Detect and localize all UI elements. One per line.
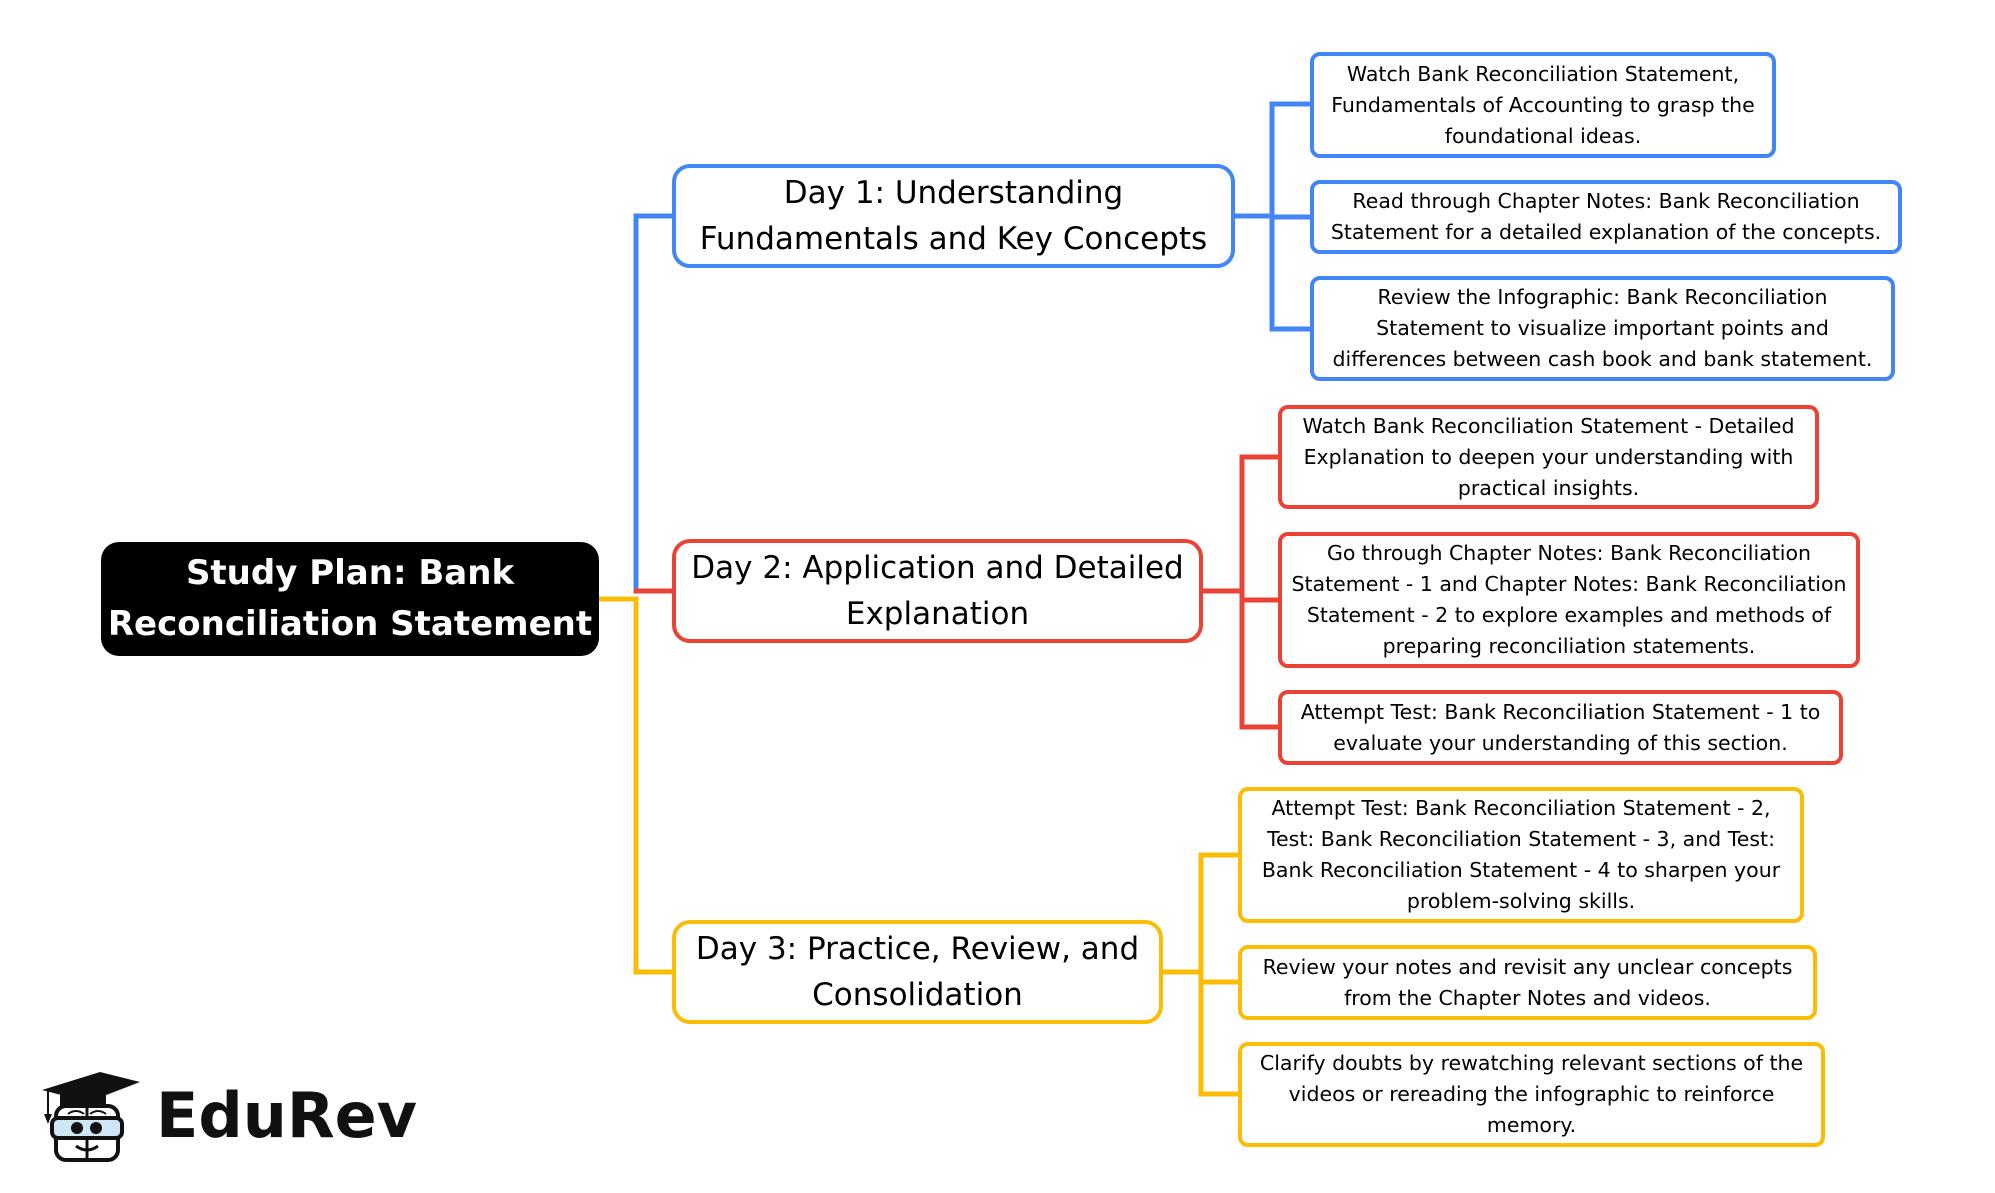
edurev-logo: EduRev xyxy=(38,1068,417,1162)
day-3-task-3: Clarify doubts by rewatching relevant se… xyxy=(1238,1042,1825,1147)
day-1-task-3: Review the Infographic: Bank Reconciliat… xyxy=(1310,276,1895,381)
graduation-cap-mascot-icon xyxy=(42,1072,140,1162)
logo-text: EduRev xyxy=(156,1078,418,1152)
day-1-label: Day 1: Understanding Fundamentals and Ke… xyxy=(699,175,1208,257)
root-node: Study Plan: Bank Reconciliation Statemen… xyxy=(101,542,599,656)
day-3-task-1: Attempt Test: Bank Reconciliation Statem… xyxy=(1238,787,1804,923)
day-1-task-1: Watch Bank Reconciliation Statement, Fun… xyxy=(1310,52,1776,158)
day-2-node: Day 2: Application and Detailed Explanat… xyxy=(672,539,1203,643)
day-2-task-2: Go through Chapter Notes: Bank Reconcili… xyxy=(1278,532,1860,668)
root-label: Study Plan: Bank Reconciliation Statemen… xyxy=(107,553,593,644)
day-1-task-2: Read through Chapter Notes: Bank Reconci… xyxy=(1310,180,1902,254)
day-1-node: Day 1: Understanding Fundamentals and Ke… xyxy=(672,164,1235,268)
day-3-node: Day 3: Practice, Review, and Consolidati… xyxy=(672,920,1163,1024)
day-2-task-3: Attempt Test: Bank Reconciliation Statem… xyxy=(1278,690,1843,765)
day-2-task-1: Watch Bank Reconciliation Statement - De… xyxy=(1278,405,1819,509)
day-3-label: Day 3: Practice, Review, and Consolidati… xyxy=(695,931,1140,1013)
day-2-label: Day 2: Application and Detailed Explanat… xyxy=(691,550,1184,632)
day-3-task-2: Review your notes and revisit any unclea… xyxy=(1238,945,1817,1020)
